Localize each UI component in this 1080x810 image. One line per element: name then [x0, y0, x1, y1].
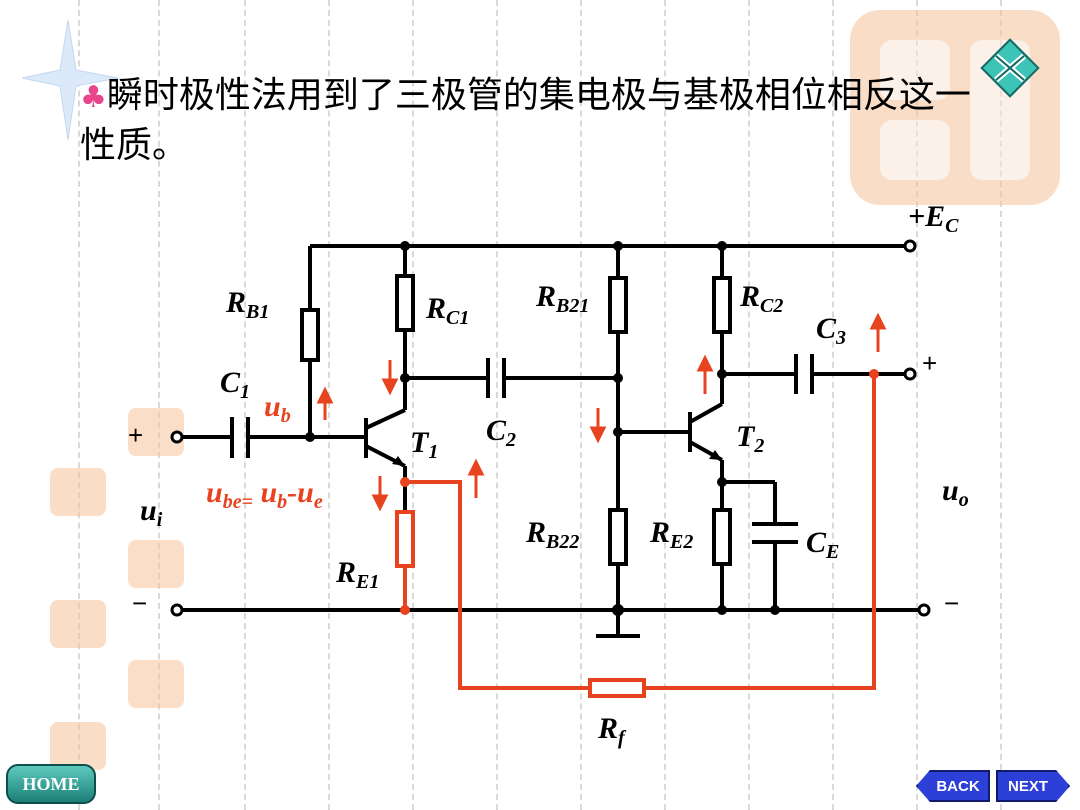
resistor-rc1: [395, 274, 415, 332]
arrow-up-icon: [696, 354, 714, 394]
label-plus-out: +: [922, 348, 937, 378]
home-button[interactable]: HOME: [6, 764, 96, 804]
label-uo: uo: [942, 474, 969, 511]
emitter-arrow-t1: [392, 456, 405, 466]
arrow-up-icon: [869, 312, 887, 352]
resistor-rb21: [608, 276, 628, 334]
label-t2: T2: [736, 420, 764, 457]
close-cross-icon: [980, 38, 1040, 98]
polarity-arrows: [316, 312, 887, 512]
label-supply: +EC: [908, 200, 959, 237]
terminal-output-plus: [903, 367, 917, 381]
arrow-down-icon: [381, 360, 399, 396]
headline: ♣瞬时极性法用到了三极管的集电极与基极相位相反这一性质。: [80, 72, 980, 170]
label-rb21: RB21: [535, 280, 589, 317]
resistor-rb1: [300, 308, 320, 362]
label-ui: ui: [140, 494, 163, 531]
terminal-supply: [903, 239, 917, 253]
resistor-rc2: [712, 276, 732, 334]
resistor-rb22: [608, 508, 628, 566]
circuit-components: [300, 274, 732, 566]
terminal-input-minus: [170, 603, 184, 617]
label-rf: Rf: [597, 712, 627, 749]
arrow-down-icon: [589, 408, 607, 444]
next-button[interactable]: NEXT: [996, 770, 1070, 802]
label-re1: RE1: [335, 556, 379, 593]
label-ce: CE: [806, 526, 839, 563]
label-c3: C3: [816, 312, 846, 349]
label-rc2: RC2: [739, 280, 783, 317]
back-button[interactable]: BACK: [916, 770, 990, 802]
terminal-input-plus: [170, 430, 184, 444]
label-rb1: RB1: [225, 286, 269, 323]
label-re2: RE2: [649, 516, 693, 553]
transistor-arrows: [392, 450, 722, 466]
capacitor-plates: [230, 354, 814, 544]
label-c2: C2: [486, 414, 516, 451]
label-ube: ube= ub-ue: [206, 476, 323, 513]
label-rb22: RB22: [525, 516, 579, 553]
circuit-nodes: [305, 241, 879, 616]
label-minus-in: −: [132, 588, 147, 618]
sparkle-star-icon: [21, 19, 119, 141]
arrow-up-icon: [467, 458, 485, 498]
resistor-re2: [712, 508, 732, 566]
terminals: [170, 239, 931, 617]
label-plus-in: +: [128, 420, 143, 450]
arrow-down-icon: [371, 476, 389, 512]
feedback-network: [395, 374, 876, 698]
headline-text: 瞬时极性法用到了三极管的集电极与基极相位相反这一性质。: [80, 75, 971, 166]
label-t1: T1: [410, 426, 438, 463]
club-bullet-icon: ♣: [80, 80, 107, 115]
resistor-re1: [395, 510, 415, 568]
label-rc1: RC1: [425, 292, 469, 329]
terminal-output-minus: [917, 603, 931, 617]
small-seal-icon: [50, 408, 184, 770]
emitter-arrow-t2: [709, 450, 722, 460]
label-ub: ub: [264, 390, 291, 427]
label-c1: C1: [220, 366, 250, 403]
arrow-up-icon: [316, 386, 334, 420]
resistor-rf: [588, 678, 646, 698]
label-minus-out: −: [944, 588, 959, 618]
